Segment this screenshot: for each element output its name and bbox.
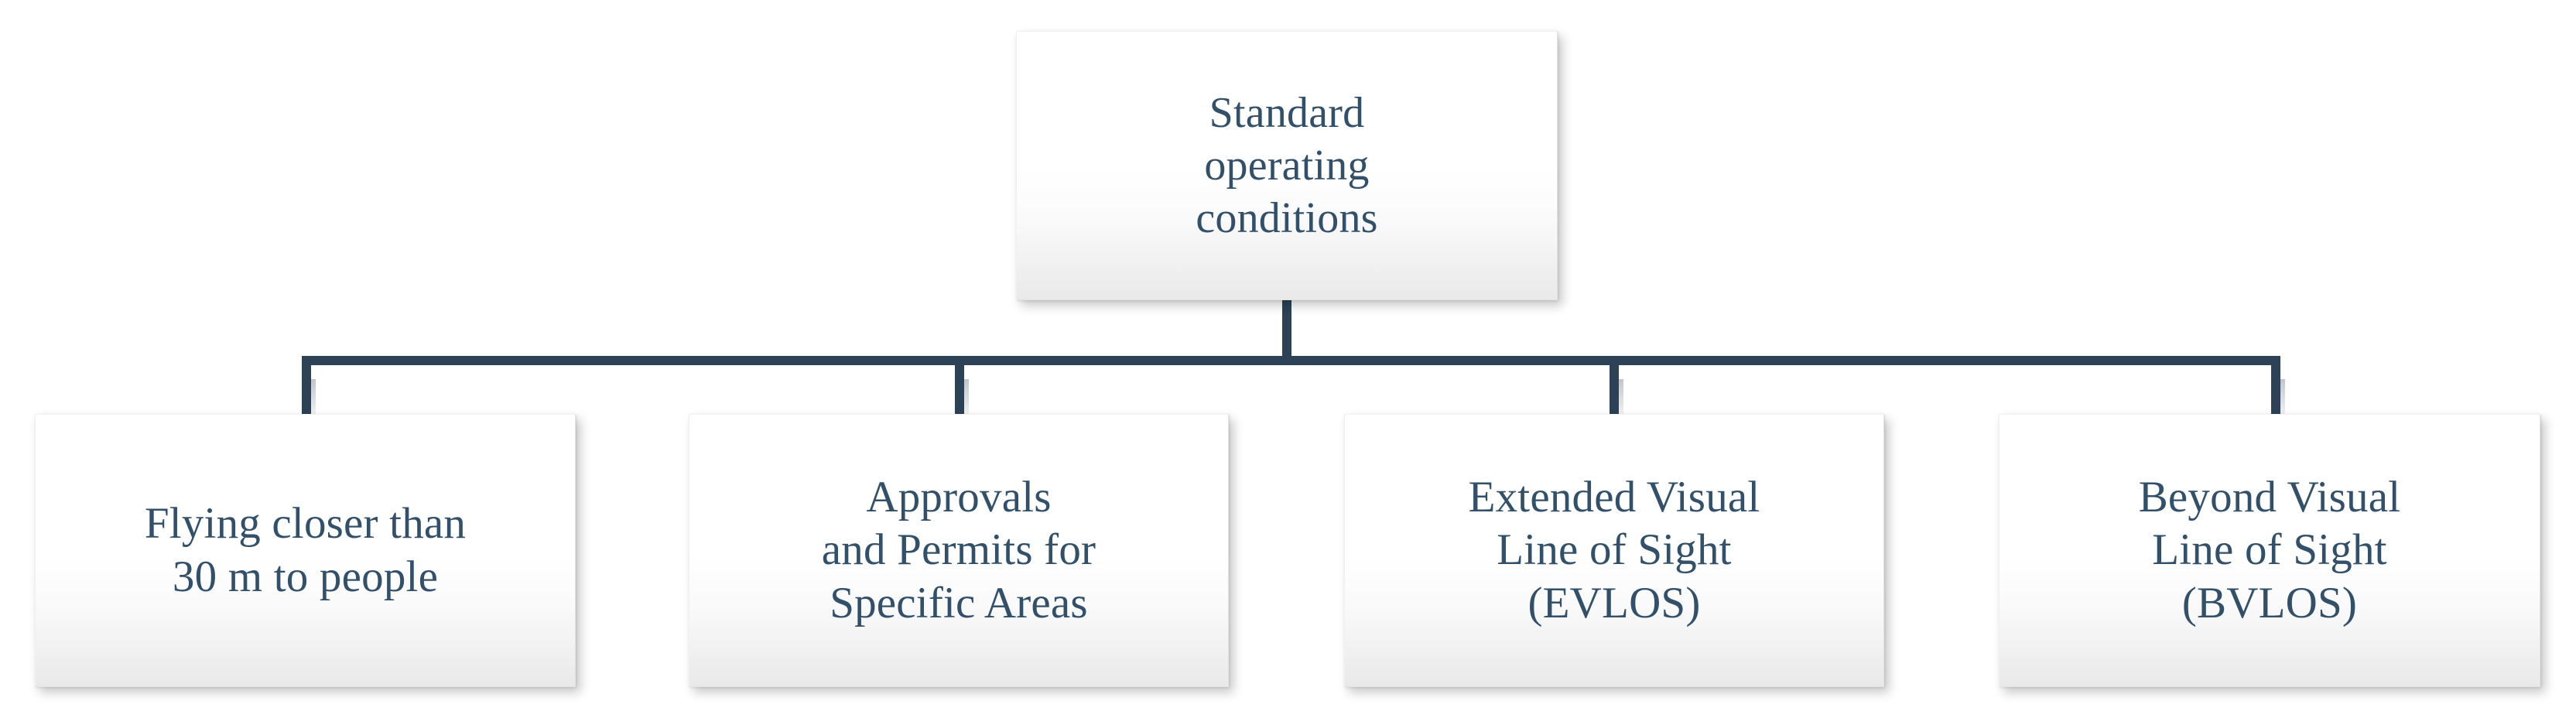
node-root[interactable]: Standard operating conditions bbox=[1016, 31, 1558, 300]
connector-trunk-vertical bbox=[1282, 300, 1291, 361]
node-child-1-label: Approvals and Permits for Specific Areas bbox=[821, 472, 1096, 627]
connector-drop-0 bbox=[302, 356, 316, 416]
connector-drop-3 bbox=[2271, 356, 2285, 416]
node-bvlos[interactable]: Beyond Visual Line of Sight (BVLOS) bbox=[1999, 414, 2540, 687]
node-child-2-label: Extended Visual Line of Sight (EVLOS) bbox=[1468, 472, 1760, 627]
node-flying-closer-than-30m[interactable]: Flying closer than 30 m to people bbox=[35, 414, 576, 687]
node-child-3-label: Beyond Visual Line of Sight (BVLOS) bbox=[2138, 472, 2401, 627]
node-root-label: Standard operating conditions bbox=[1196, 88, 1378, 243]
node-child-0-label: Flying closer than 30 m to people bbox=[144, 499, 467, 601]
node-evlos[interactable]: Extended Visual Line of Sight (EVLOS) bbox=[1344, 414, 1884, 687]
node-approvals-and-permits[interactable]: Approvals and Permits for Specific Areas bbox=[689, 414, 1229, 687]
connector-horizontal-bus bbox=[302, 356, 2280, 365]
connector-drop-1 bbox=[955, 356, 969, 416]
connector-drop-2 bbox=[1610, 356, 1623, 416]
